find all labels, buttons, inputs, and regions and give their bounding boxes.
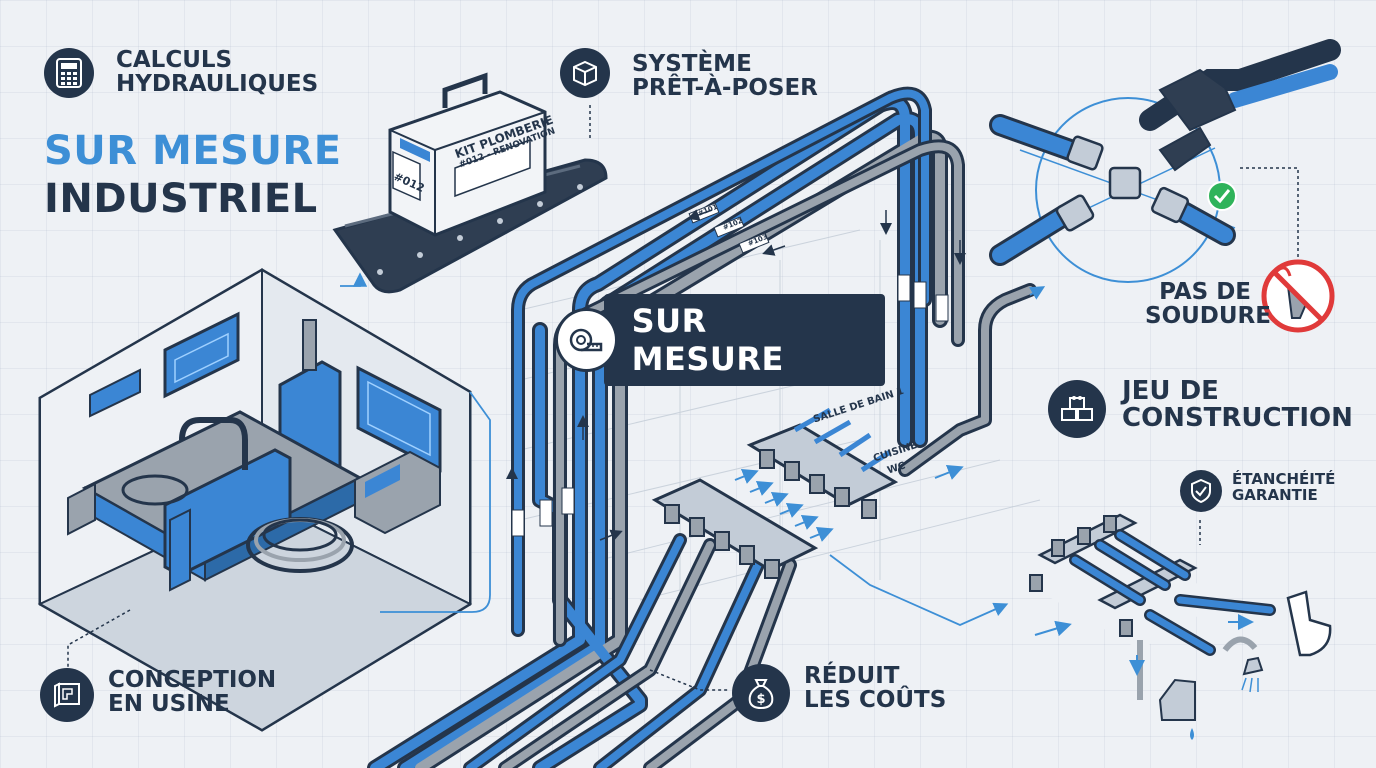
soudure-line1: PAS DE — [1159, 279, 1251, 305]
jeu-de-construction-label: JEU DE CONSTRUCTION — [1122, 376, 1353, 434]
flow-arrows — [734, 465, 964, 542]
sur-mesure-title: SUR MESURE — [603, 294, 885, 386]
push-fit-diagram — [989, 39, 1341, 283]
factory-room — [37, 268, 473, 732]
calculs-line1: CALCULS — [116, 47, 233, 73]
conception-line1: CONCEPTION — [108, 667, 277, 693]
conveyor-with-kit-box — [332, 72, 608, 294]
headline-sur-mesure: SUR MESURE — [44, 128, 342, 174]
etancheite-line1: ÉTANCHÉITÉ — [1232, 470, 1336, 488]
money-bag-icon: $ — [732, 664, 790, 722]
construction-line2: CONSTRUCTION — [1122, 403, 1353, 434]
headline-industriel: INDUSTRIEL — [44, 176, 318, 222]
box-icon — [560, 48, 610, 98]
manifold-right — [746, 407, 899, 519]
calculs-line2: HYDRAULIQUES — [116, 71, 319, 98]
conception-line2: EN USINE — [108, 691, 230, 718]
couts-line1: RÉDUIT — [804, 663, 900, 689]
calculs-hydrauliques-label: CALCULS HYDRAULIQUES — [116, 48, 318, 96]
blueprint-icon — [40, 668, 94, 722]
distribution-manifold — [1020, 513, 1332, 740]
pas-de-soudure-label: PAS DE SOUDURE — [1145, 279, 1271, 330]
tape-measure-icon — [555, 308, 618, 372]
couts-line2: LES COÛTS — [804, 687, 947, 714]
systeme-line2: PRÊT-À-POSER — [632, 75, 818, 102]
construction-line1: JEU DE — [1122, 376, 1219, 406]
conception-en-usine-label: CONCEPTION EN USINE — [108, 668, 276, 716]
manifold-left — [651, 478, 819, 579]
blocks-icon — [1048, 380, 1106, 438]
no-welding-icon — [1261, 259, 1335, 333]
svg-text:$: $ — [756, 692, 765, 707]
etancheite-garantie-label: ÉTANCHÉITÉ GARANTIE — [1232, 470, 1336, 504]
sur-mesure-banner: SUR MESURE — [555, 294, 885, 386]
systeme-line1: SYSTÈME — [632, 51, 752, 77]
systeme-pret-a-poser-label: SYSTÈME PRÊT-À-POSER — [632, 52, 818, 100]
etancheite-line2: GARANTIE — [1232, 485, 1318, 504]
shield-check-icon — [1180, 470, 1222, 512]
reduit-les-couts-label: RÉDUIT LES COÛTS — [804, 664, 946, 712]
soudure-line2: SOUDURE — [1145, 303, 1271, 330]
calculator-icon — [44, 48, 94, 98]
